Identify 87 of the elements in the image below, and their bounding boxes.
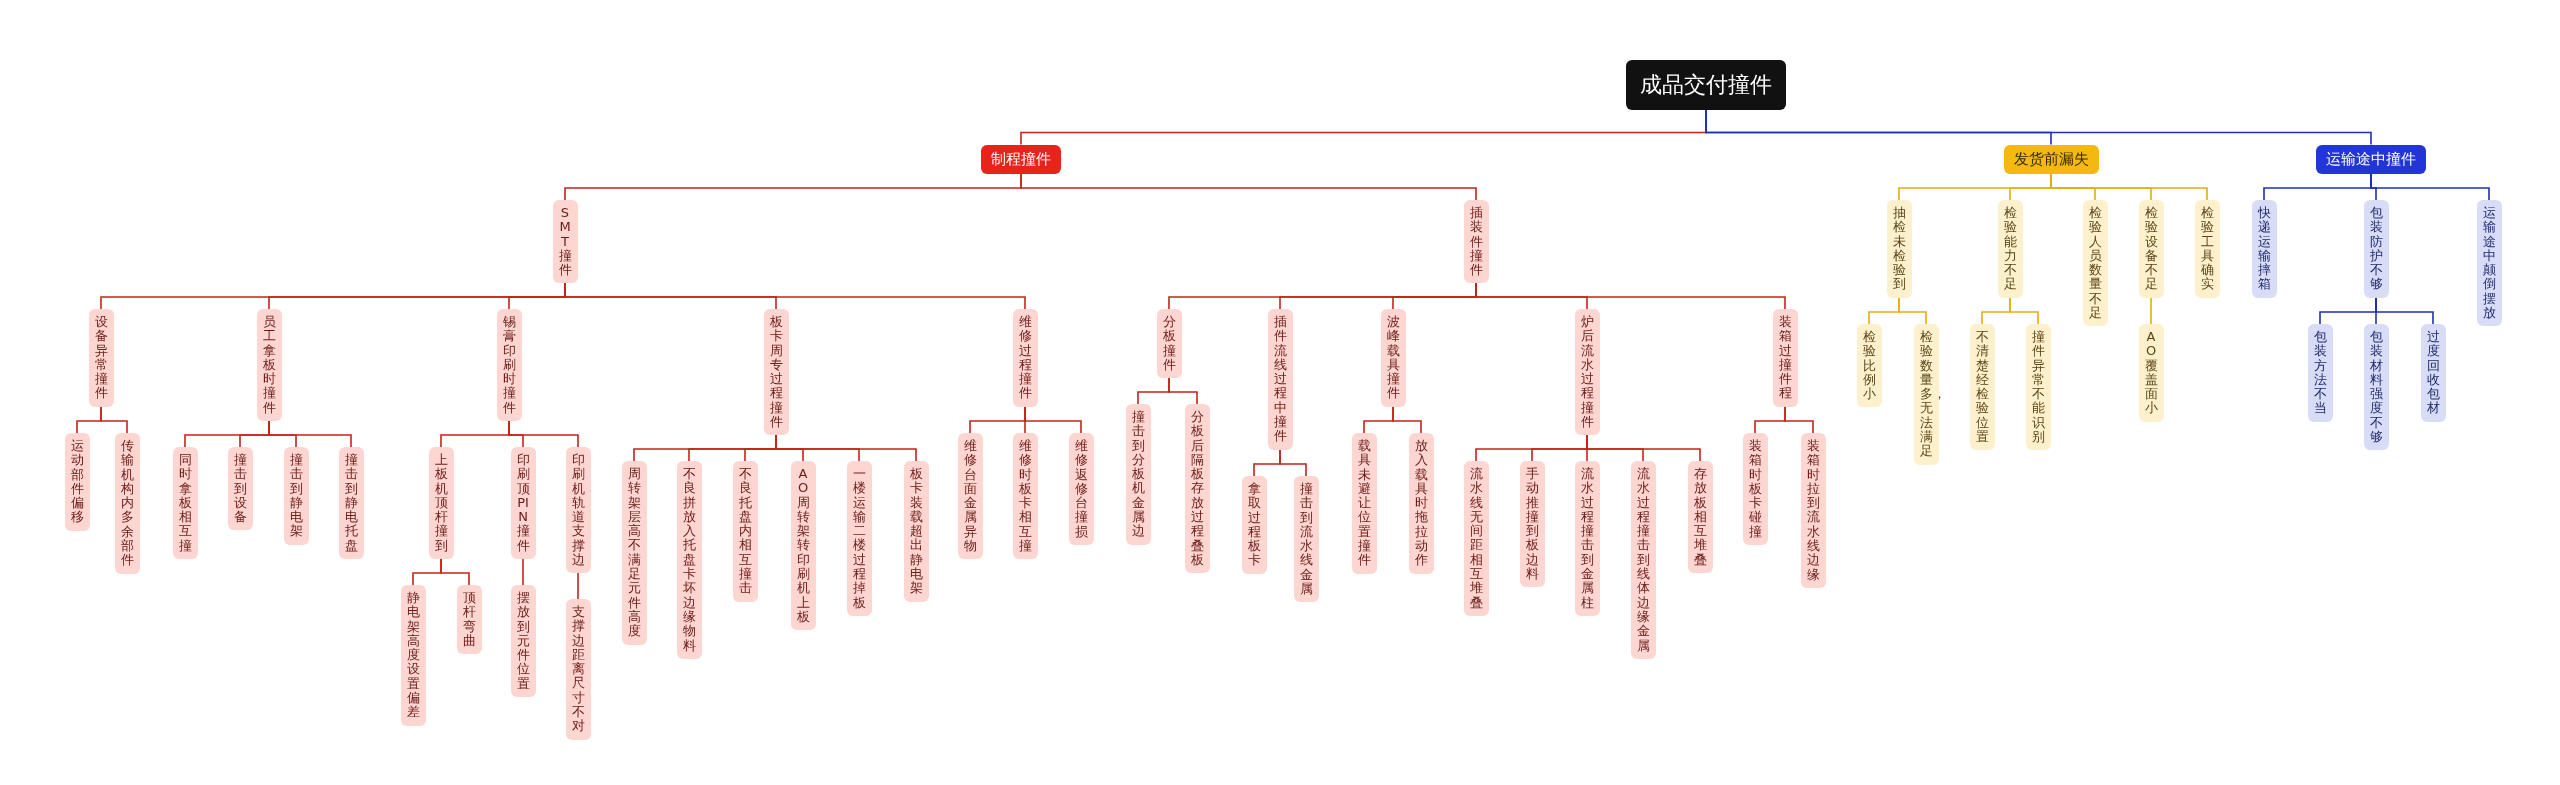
connector-line xyxy=(1024,406,1082,434)
subtopic-box: 周转架层高不满足元件高度 xyxy=(621,461,647,645)
subtopic-box: 炉后流水过程撞件 xyxy=(1574,309,1600,436)
subtopic-box: SMT撞件 xyxy=(552,200,578,284)
connector-line xyxy=(2050,172,2208,201)
connector-line xyxy=(1898,297,1927,325)
subtopic-box: 拿取过程板卡 xyxy=(1241,476,1267,574)
subtopic-box: 撞击到设备 xyxy=(227,447,253,531)
branch-topic: 发货前漏失 xyxy=(2003,144,2099,174)
subtopic-box: 维修返修台撞损 xyxy=(1068,433,1094,546)
subtopic-box: 检验工具确实 xyxy=(2194,200,2220,298)
subtopic-box: AO覆盖面小 xyxy=(2138,324,2164,422)
connector-line xyxy=(1279,449,1307,477)
connector-line xyxy=(1784,406,1814,434)
subtopic-box: 不良托盘内相互撞击 xyxy=(732,461,758,602)
branch-topic: 运输途中撞件 xyxy=(2316,144,2426,174)
subtopic-box: 撞击到静电托盘 xyxy=(338,447,364,560)
subtopic-box: 放入载具时拖拉动作 xyxy=(1408,433,1434,574)
subtopic-box: 运动部件偏移 xyxy=(64,433,90,531)
connector-line xyxy=(100,406,128,434)
connector-line xyxy=(1475,282,1786,310)
subtopic-box: 静电架高度设置偏差 xyxy=(400,585,426,726)
subtopic-box: 锡膏印刷时撞件 xyxy=(496,309,522,422)
subtopic-box: 分板后隔板存放过程叠板 xyxy=(1184,404,1210,574)
subtopic-box: 检验能力不足 xyxy=(1997,200,2023,298)
subtopic-box: 不清楚经检验位置 xyxy=(1969,324,1995,451)
subtopic-box: 员工拿板时撞件 xyxy=(256,309,282,422)
subtopic-box: 过度回收包材 xyxy=(2420,324,2446,422)
subtopic-box: 维修过程撞件 xyxy=(1012,309,1038,407)
subtopic-box: 波峰载具撞件 xyxy=(1380,309,1406,407)
subtopic-box: 传输机构内多余部件 xyxy=(114,433,140,574)
subtopic-box: 检验比例小 xyxy=(1856,324,1882,408)
subtopic-box: 撞击到分板机金属边 xyxy=(1125,404,1151,545)
connector-line xyxy=(1168,377,1198,405)
subtopic-box: 抽检未检验到 xyxy=(1886,200,1912,298)
subtopic-box: 维修时板卡相互撞 xyxy=(1012,433,1038,560)
subtopic-box: 上板机顶杆撞到 xyxy=(428,447,454,560)
connector-line xyxy=(2009,297,2039,325)
connector-line xyxy=(508,420,579,448)
subtopic-box: 检验设备不足 xyxy=(2138,200,2164,298)
branch-topic: 制程撞件 xyxy=(981,144,1061,174)
subtopic-box: 印刷顶PIN撞件 xyxy=(510,447,536,560)
connector-line xyxy=(2375,297,2434,325)
subtopic-box: 支撑边距离尺寸不对 xyxy=(565,599,591,740)
root-topic: 成品交付撞件 xyxy=(1626,60,1786,110)
subtopic-box: AO周转架转印刷机上板 xyxy=(790,461,816,631)
subtopic-box: 插装件撞件 xyxy=(1463,200,1489,284)
subtopic-box: 检验人员数量不足 xyxy=(2082,200,2108,327)
subtopic-box: 包装方法不当 xyxy=(2307,324,2333,422)
subtopic-box: 流水过程撞击到线体边缘金属 xyxy=(1630,461,1656,659)
subtopic-box: 印刷机轨道支撑边 xyxy=(565,447,591,574)
subtopic-box: 快递运输摔箱 xyxy=(2251,200,2277,298)
subtopic-box: 板卡周专过程撞件 xyxy=(763,309,789,436)
subtopic-box: 检验数量多，无法满足 xyxy=(1913,324,1939,465)
subtopic-box: 撞击到静电架 xyxy=(283,447,309,545)
subtopic-box: 摆放到元件位置 xyxy=(510,585,536,698)
connector-line xyxy=(2150,297,2152,325)
subtopic-box: 载具未避让位置撞件 xyxy=(1351,433,1377,574)
connector-line xyxy=(1392,406,1422,434)
connector-line xyxy=(2370,172,2490,201)
subtopic-box: 维修台面金属异物 xyxy=(957,433,983,560)
subtopic-box: 包装材料强度不够 xyxy=(2363,324,2389,451)
subtopic-box: 装箱过撞件程 xyxy=(1772,309,1798,407)
subtopic-box: 撞击到流水线金属 xyxy=(1293,476,1319,603)
subtopic-box: 运输途中颠倒摆放 xyxy=(2476,200,2502,327)
subtopic-box: 装箱时拉到流水线边缘 xyxy=(1800,433,1826,588)
subtopic-box: 存放板相互堆叠 xyxy=(1687,461,1713,574)
subtopic-box: 插件流线过程中撞件 xyxy=(1267,309,1293,450)
connector-line xyxy=(522,558,524,586)
subtopic-box: 顶杆弯曲 xyxy=(456,585,482,655)
subtopic-box: 流水过程撞击到金属柱 xyxy=(1574,461,1600,616)
subtopic-box: 分板撞件 xyxy=(1156,309,1182,379)
subtopic-box: 装箱时板卡碰撞 xyxy=(1742,433,1768,546)
connector-line xyxy=(1020,172,1477,201)
subtopic-box: 手动推撞到板边料 xyxy=(1519,461,1545,588)
subtopic-box: 设备异常撞件 xyxy=(88,309,114,407)
subtopic-box: 不良拼放入托盘卡坏边缘物料 xyxy=(676,461,702,659)
connector-line xyxy=(577,572,579,600)
connector-line xyxy=(268,420,352,448)
subtopic-box: 同时拿板相互撞 xyxy=(172,447,198,560)
subtopic-box: 包装防护不够 xyxy=(2363,200,2389,298)
connector-line xyxy=(1705,109,2372,146)
subtopic-box: 撞件异常不能识别 xyxy=(2025,324,2051,451)
subtopic-box: 流水线无间距相互堆叠 xyxy=(1463,461,1489,616)
subtopic-box: 板卡装载超出静电架 xyxy=(903,461,929,602)
connector-line xyxy=(440,558,470,586)
subtopic-box: 一楼运输二楼过程掉板 xyxy=(846,461,872,616)
